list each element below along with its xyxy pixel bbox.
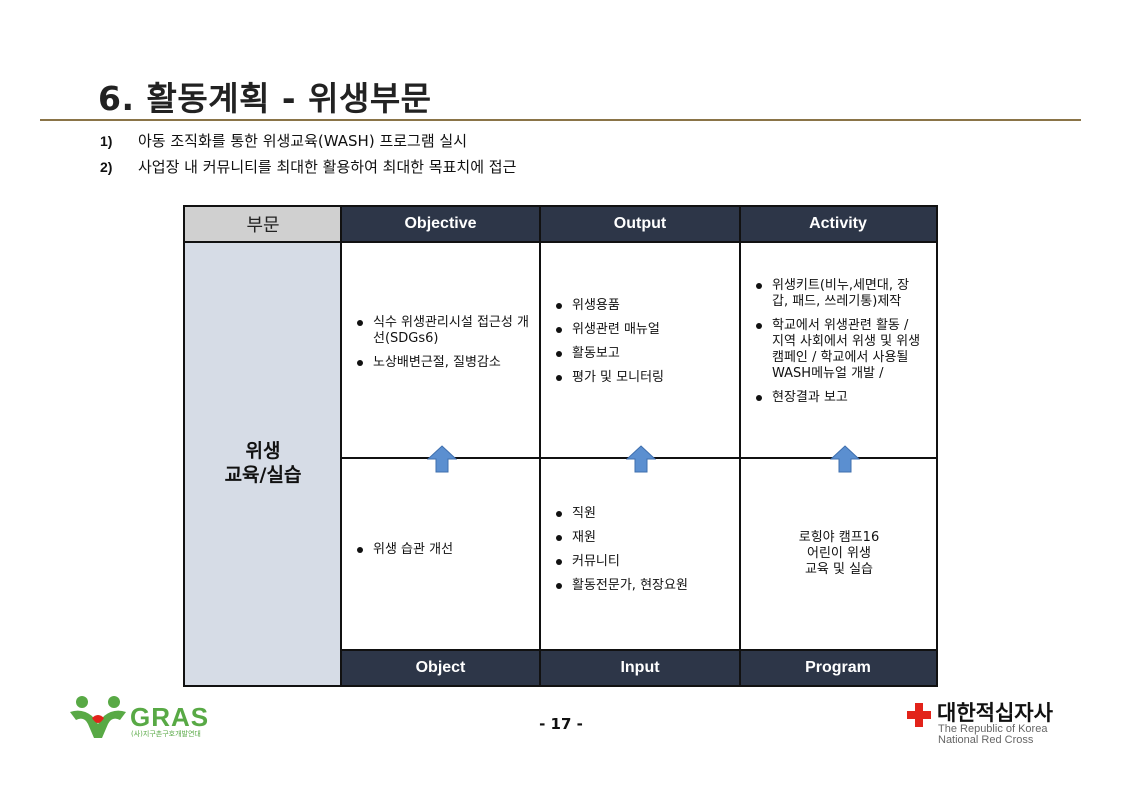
output-item: 위생관련 매뉴얼 bbox=[548, 322, 664, 338]
footer-program: Program bbox=[740, 651, 936, 685]
footer-input: Input bbox=[540, 651, 740, 685]
point-number: 1) bbox=[100, 133, 113, 149]
grid-line bbox=[340, 207, 342, 685]
grid-line bbox=[341, 649, 936, 651]
redcross-en-line: National Red Cross bbox=[938, 734, 1034, 746]
category-label-line1: 위생 bbox=[245, 440, 281, 462]
activity-item: 학교에서 위생관련 활동 / 지역 사회에서 위생 및 위생캠페인 / 학교에서… bbox=[748, 318, 924, 382]
header-bumun: 부문 bbox=[185, 207, 341, 241]
redcross-name: 대한적십자사 bbox=[937, 701, 1053, 725]
logframe-table: 부문 Objective Output Activity 위생 교육/실습 식수… bbox=[183, 205, 938, 687]
page-title: 6. 활동계획 - 위생부문 bbox=[98, 79, 432, 118]
point-number: 2) bbox=[100, 159, 113, 175]
header-activity: Activity bbox=[740, 207, 936, 241]
objective-item: 노상배변근절, 질병감소 bbox=[349, 355, 534, 371]
gras-logo-subtitle: (사)지구촌구호개발연대 bbox=[131, 730, 201, 738]
header-output: Output bbox=[540, 207, 740, 241]
activity-item: 위생키트(비누,세면대, 장갑, 패드, 쓰레기통)제작 bbox=[748, 278, 924, 310]
category-label-line2: 교육/실습 bbox=[224, 464, 302, 486]
redcross-english-name: The Republic of Korea National Red Cross bbox=[938, 724, 1047, 746]
output-item: 위생용품 bbox=[548, 298, 664, 314]
object-item: 위생 습관 개선 bbox=[349, 542, 453, 558]
grid-line bbox=[539, 207, 541, 685]
program-cell: 로힝야 캠프16 어린이 위생 교육 및 실습 bbox=[742, 459, 936, 649]
object-cell: 위생 습관 개선 bbox=[343, 459, 540, 649]
gras-logo-text: GRAS bbox=[130, 702, 210, 732]
input-item: 활동전문가, 현장요원 bbox=[548, 578, 688, 594]
program-line: 어린이 위생 bbox=[807, 546, 871, 561]
footer-object: Object bbox=[341, 651, 540, 685]
redcross-en-line: The Republic of Korea bbox=[938, 723, 1048, 735]
activity-item: 현장결과 보고 bbox=[748, 390, 924, 406]
page-number: - 17 - bbox=[539, 715, 583, 733]
activity-cell: 위생키트(비누,세면대, 장갑, 패드, 쓰레기통)제작 학교에서 위생관련 활… bbox=[742, 243, 936, 457]
point-item: 1) 아동 조직화를 통한 위생교육(WASH) 프로그램 실시 bbox=[100, 128, 516, 154]
point-text: 아동 조직화를 통한 위생교육(WASH) 프로그램 실시 bbox=[138, 132, 468, 150]
title-divider bbox=[40, 119, 1081, 121]
program-line: 로힝야 캠프16 bbox=[798, 530, 880, 545]
input-item: 재원 bbox=[548, 530, 688, 546]
up-arrow-icon bbox=[427, 445, 457, 473]
category-cell: 위생 교육/실습 bbox=[185, 241, 341, 685]
objective-item: 식수 위생관리시설 접근성 개선(SDGs6) bbox=[349, 315, 534, 347]
key-points: 1) 아동 조직화를 통한 위생교육(WASH) 프로그램 실시 2) 사업장 … bbox=[100, 128, 516, 180]
output-item: 활동보고 bbox=[548, 346, 664, 362]
point-text: 사업장 내 커뮤니티를 최대한 활용하여 최대한 목표치에 접근 bbox=[138, 158, 517, 176]
red-cross-icon bbox=[907, 703, 931, 727]
input-item: 직원 bbox=[548, 506, 688, 522]
input-item: 커뮤니티 bbox=[548, 554, 688, 570]
up-arrow-icon bbox=[830, 445, 860, 473]
program-line: 교육 및 실습 bbox=[804, 562, 874, 577]
point-item: 2) 사업장 내 커뮤니티를 최대한 활용하여 최대한 목표치에 접근 bbox=[100, 154, 516, 180]
grid-line bbox=[739, 207, 741, 685]
up-arrow-icon bbox=[626, 445, 656, 473]
objective-cell: 식수 위생관리시설 접근성 개선(SDGs6) 노상배변근절, 질병감소 bbox=[343, 243, 540, 457]
gras-logo-icon bbox=[70, 696, 126, 738]
output-cell: 위생용품 위생관련 매뉴얼 활동보고 평가 및 모니터링 bbox=[542, 243, 740, 457]
output-item: 평가 및 모니터링 bbox=[548, 370, 664, 386]
header-objective: Objective bbox=[341, 207, 540, 241]
input-cell: 직원 재원 커뮤니티 활동전문가, 현장요원 bbox=[542, 459, 740, 649]
grid-line bbox=[185, 241, 936, 243]
